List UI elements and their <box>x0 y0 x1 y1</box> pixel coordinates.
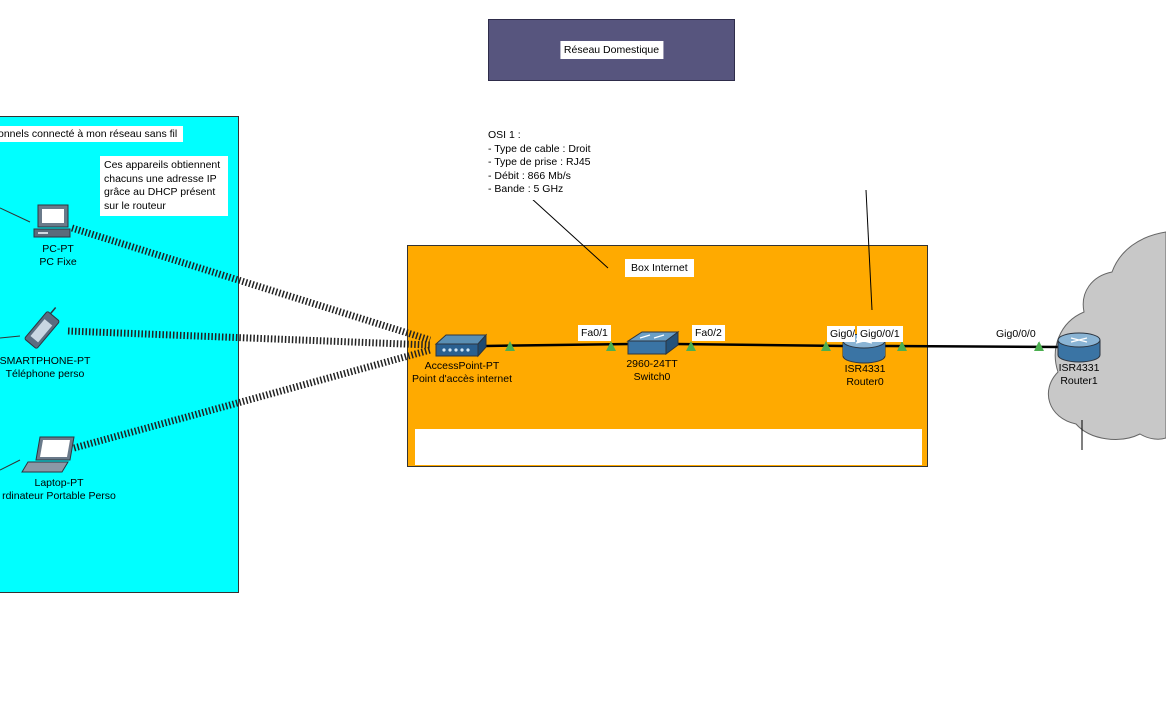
port-label-router0-left: Gig0/ <box>827 326 856 342</box>
internet-cloud <box>1047 231 1166 440</box>
blank-note <box>858 130 942 168</box>
switch-label: 2960-24TT Switch0 <box>626 358 678 383</box>
port-label-router0-right: Gig0/0/1 <box>857 326 903 342</box>
smartphone-label: SMARTPHONE-PT Téléphone perso <box>0 355 91 380</box>
wireless-zone-title: onnels connecté à mon réseau sans fil <box>0 126 184 142</box>
title-box: Réseau Domestique <box>488 19 735 81</box>
link-status-indicators <box>505 341 1044 351</box>
pc-label: PC-PT PC Fixe <box>39 243 77 268</box>
router1-icon[interactable] <box>1057 332 1101 363</box>
box-internet-blank-strip <box>415 429 922 465</box>
diagram-title: Réseau Domestique <box>559 41 664 59</box>
pc-icon[interactable] <box>33 204 71 238</box>
link-switch-router0[interactable] <box>675 342 846 348</box>
osi-note: OSI 1 : - Type de cable : Droit - Type d… <box>484 126 597 200</box>
port-label-switch-left: Fa0/1 <box>578 325 611 341</box>
port-label-router1-left: Gig0/0/0 <box>993 326 1039 342</box>
access-point-icon[interactable] <box>434 333 488 358</box>
router1-label: ISR4331 Router1 <box>1058 362 1100 387</box>
wireless-link-laptop[interactable] <box>73 346 431 452</box>
wireless-link-smartphone[interactable] <box>67 327 431 349</box>
box-internet-label: Box Internet <box>625 259 694 277</box>
switch-icon[interactable] <box>626 331 680 355</box>
access-point-label: AccessPoint-PT Point d'accès internet <box>411 360 513 385</box>
port-label-switch-right: Fa0/2 <box>692 325 725 341</box>
laptop-label: Laptop-PT rdinateur Portable Perso <box>2 477 116 502</box>
router0-label: ISR4331 Router0 <box>844 363 886 388</box>
link-ap-switch[interactable] <box>484 342 631 348</box>
laptop-icon[interactable] <box>21 436 75 473</box>
wireless-link-pc[interactable] <box>70 224 432 344</box>
dhcp-note: Ces appareils obtiennent chacuns une adr… <box>100 156 228 216</box>
link-router0-router1[interactable] <box>884 344 1063 349</box>
smartphone-icon[interactable] <box>24 305 65 349</box>
